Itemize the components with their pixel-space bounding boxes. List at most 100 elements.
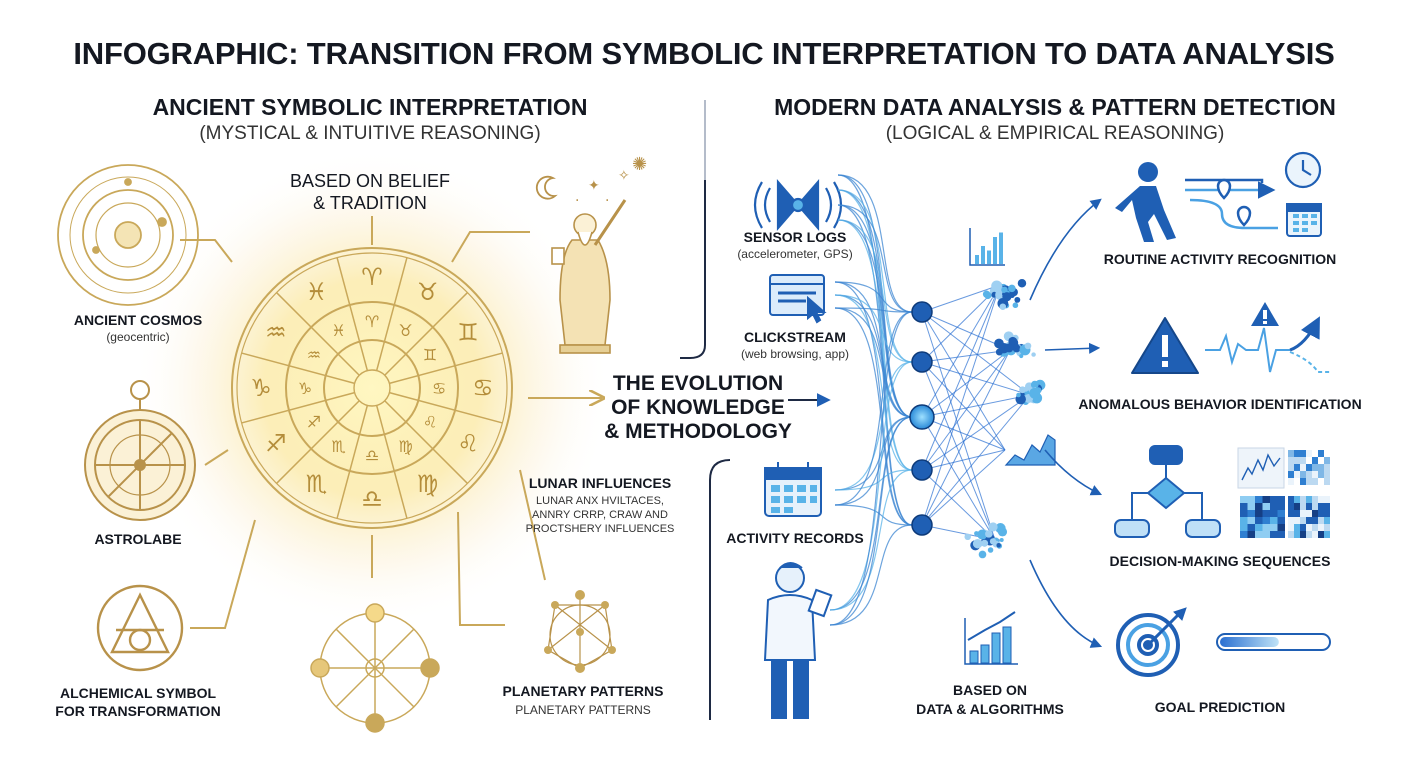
zodiac-spokes	[241, 257, 503, 519]
mini-area-chart	[1004, 434, 1056, 466]
activity-records-title: ACTIVITY RECORDS	[726, 530, 864, 546]
heatmap-cell	[1294, 517, 1300, 524]
svg-text:✺: ✺	[632, 154, 647, 175]
evolution-line3: & METHODOLOGY	[604, 420, 792, 443]
flow-line	[834, 307, 913, 313]
heatmap-cell	[1294, 531, 1300, 538]
flow-line	[834, 294, 913, 471]
heatmap-cell	[1294, 503, 1300, 510]
basis-bar	[1002, 626, 1012, 664]
zodiac-spoke	[389, 391, 503, 424]
zodiac-inner-glyph: ♏	[331, 437, 345, 456]
zodiac-inner-glyph: ♈	[365, 312, 379, 331]
heatmap-cell	[1318, 464, 1324, 471]
flow-line	[837, 189, 913, 471]
left-basis-line1: BASED ON BELIEF	[289, 171, 451, 191]
scientist-icon	[763, 562, 833, 719]
flow-line	[837, 219, 913, 471]
goal-progress-bar	[1216, 633, 1331, 651]
cluster-dot	[964, 533, 971, 541]
flow-line	[834, 281, 913, 526]
heatmap-cell	[1294, 471, 1300, 478]
cluster-dot	[980, 539, 989, 547]
zodiac-spoke	[276, 292, 360, 376]
basis-bar-chart	[964, 611, 1018, 665]
heatmap-cell	[1306, 510, 1312, 517]
alchemical-label: ALCHEMICAL SYMBOL FOR TRANSFORMATION	[38, 684, 238, 720]
ancient-cosmos-icon	[57, 164, 199, 306]
heatmap-cell	[1300, 478, 1306, 485]
heatmap-cell	[1240, 524, 1248, 531]
target-icon	[1116, 607, 1187, 677]
heatmap-cell	[1306, 503, 1312, 510]
zodiac-outer-glyphs: ♓♈♉♊♋♌♍♎♏♐♑♒	[250, 263, 494, 513]
heatmap-cell	[1300, 510, 1306, 517]
heatmap-cell	[1277, 510, 1285, 517]
heatmap-cell	[1262, 517, 1270, 524]
heatmap-cell	[1277, 503, 1285, 510]
cluster-dot	[996, 543, 1001, 548]
cluster-dot	[1031, 383, 1036, 388]
flow-line	[829, 311, 913, 626]
zodiac-spoke	[336, 257, 369, 371]
flow-line	[837, 189, 913, 363]
evolution-line2: OF KNOWLEDGE	[611, 396, 785, 419]
cluster-dot	[972, 538, 983, 549]
heatmap-cell	[1318, 457, 1324, 464]
heatmap-cell	[1300, 471, 1306, 478]
network-edge	[921, 311, 996, 541]
network-edge	[921, 416, 996, 541]
cluster-dot	[977, 529, 988, 540]
zodiac-spoke	[241, 391, 355, 424]
zodiac-outer-glyph: ♐	[265, 430, 287, 458]
cluster-dot	[1014, 296, 1021, 303]
heatmap-cell	[1240, 510, 1248, 517]
stars-icon: ✦✧· ✺·	[575, 154, 647, 209]
heatmap-cell	[1312, 464, 1318, 471]
moon-phases-icon	[310, 603, 440, 733]
heatmap-cell	[1312, 524, 1318, 531]
cluster-dot	[1001, 286, 1008, 294]
heatmap-cell	[1318, 450, 1324, 457]
astrolabe-icon	[84, 380, 196, 521]
flow-line	[829, 416, 913, 626]
heatmap-cell	[1277, 524, 1285, 531]
network-edge	[921, 284, 1001, 313]
network-edge	[921, 394, 1031, 418]
heatmap-cell	[1255, 496, 1263, 503]
heatmap-cell	[1270, 503, 1278, 510]
heatmap-cell	[1324, 531, 1330, 538]
network-edge	[921, 349, 1011, 471]
cluster-dot	[1029, 387, 1041, 399]
network-edge	[921, 394, 1031, 526]
heatmap-cell	[1318, 471, 1324, 478]
svg-text:·: ·	[575, 193, 579, 209]
lunar-influences-title: LUNAR INFLUENCES	[528, 475, 672, 491]
network-edge	[921, 349, 1011, 418]
mini-bar	[981, 246, 985, 264]
svg-text:✧: ✧	[618, 168, 630, 184]
flow-line	[837, 204, 913, 313]
network-node	[909, 404, 935, 430]
heatmap-cell	[1247, 496, 1255, 503]
cluster-dot	[985, 530, 993, 538]
zodiac-spoke	[375, 257, 408, 371]
flow-line	[837, 174, 913, 313]
network-node	[911, 459, 933, 481]
crescent-moon-icon	[535, 175, 558, 200]
heatmap-cell	[1247, 510, 1255, 517]
zodiac-spoke	[375, 405, 408, 519]
heatmap-cell	[1288, 457, 1294, 464]
zodiac-spoke	[276, 400, 360, 484]
flow-line	[834, 311, 913, 506]
heatmap-cell	[1306, 496, 1312, 503]
flow-line	[834, 361, 913, 491]
lunar-line1: LUNAR ANX HVILTACES,	[536, 495, 664, 507]
zodiac-wheel	[231, 247, 513, 529]
planetary-nodes	[544, 590, 616, 673]
network-edge	[921, 284, 1001, 526]
mini-bar	[993, 237, 997, 264]
flow-line	[829, 361, 913, 611]
network-node	[911, 351, 933, 373]
heatmap-cell	[1270, 531, 1278, 538]
